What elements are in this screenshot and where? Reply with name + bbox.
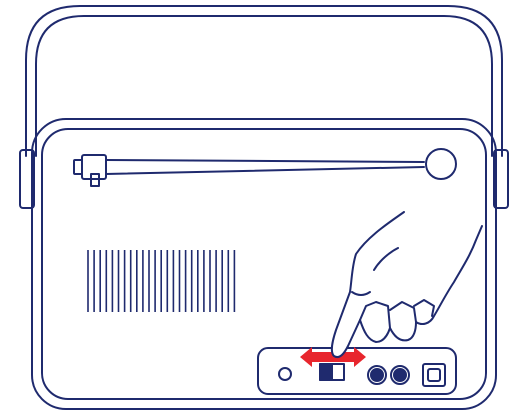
- small-hole-icon: [278, 367, 292, 381]
- handle-left-hinge: [19, 149, 35, 209]
- jack-icon: [393, 368, 407, 382]
- slide-switch[interactable]: [319, 363, 345, 381]
- pointing-hand-icon: [330, 211, 483, 358]
- double-arrow-icon: [300, 347, 366, 367]
- dc-socket-icon: [422, 363, 446, 387]
- switch-knob[interactable]: [319, 363, 333, 381]
- handle-icon: [19, 5, 509, 209]
- radio-body: [31, 118, 497, 410]
- radio-body-inner: [41, 128, 487, 400]
- speaker-grille: [87, 250, 236, 312]
- handle-right-hinge: [493, 149, 509, 209]
- jack-icon: [370, 368, 384, 382]
- control-panel: [257, 347, 457, 395]
- antenna-icon: [73, 148, 457, 187]
